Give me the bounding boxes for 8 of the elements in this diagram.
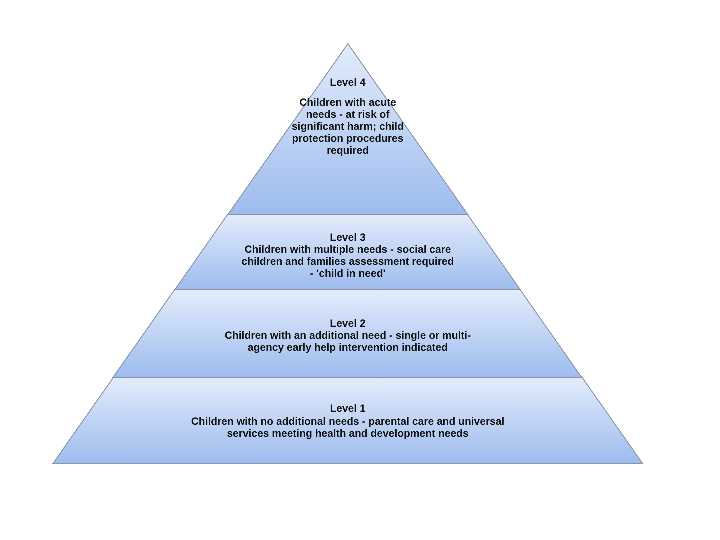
level-heading: Level 4 xyxy=(329,77,367,89)
level-description: Children with an additional need - single or multi-agency early help intervention indicated xyxy=(224,330,472,354)
level-description: Children with acute needs - at risk of significant harm; child protection procedures required xyxy=(290,97,405,157)
level-description: Children with multiple needs - social care children and families assessment required - 'child in need' xyxy=(240,244,456,280)
level-description: Children with no additional needs - parental care and universal services meeting health and development needs xyxy=(190,416,506,440)
level-heading: Level 2 xyxy=(329,318,367,330)
level-heading: Level 1 xyxy=(329,403,367,415)
level-heading: Level 3 xyxy=(329,232,367,244)
